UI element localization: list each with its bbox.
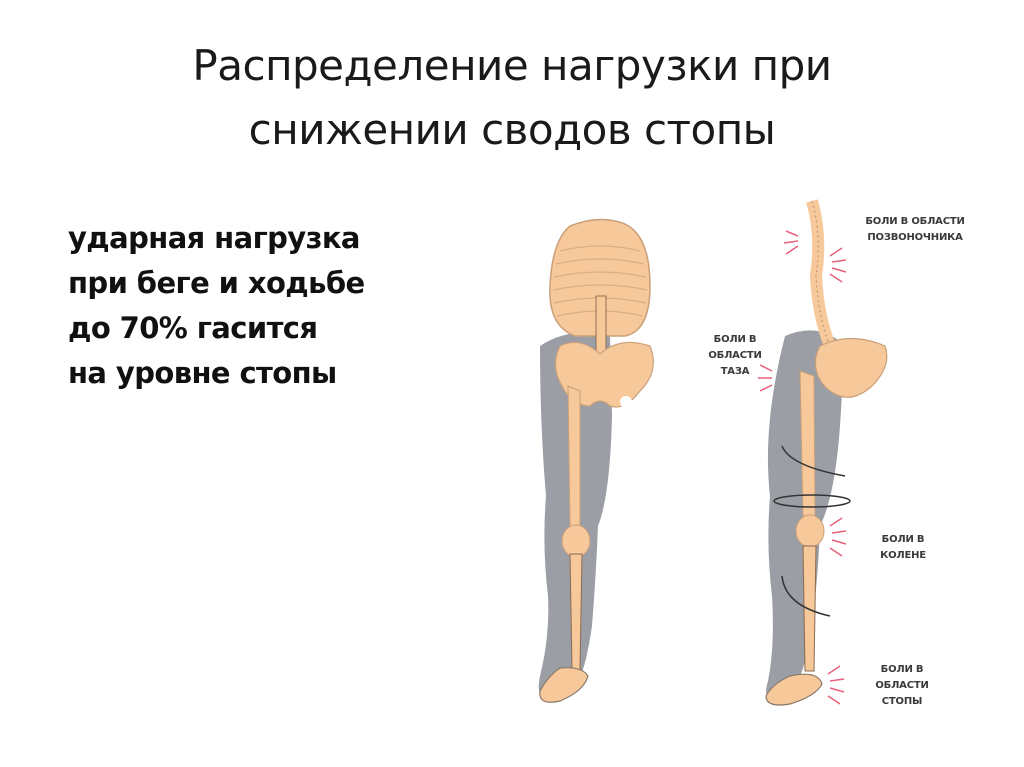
body-line-1: ударная нагрузка xyxy=(68,221,361,255)
flat-foot-skeleton-figure xyxy=(758,199,888,706)
title-line-1: Распределение нагрузки при xyxy=(192,41,832,90)
label-foot-pain: БОЛИ В ОБЛАСТИ СТОПЫ xyxy=(875,664,929,707)
skeleton-illustration: БОЛИ В ОБЛАСТИ ПОЗВОНОЧНИКА БОЛИ В ОБЛАС… xyxy=(500,196,1020,756)
body-line-3: до 70% гасится xyxy=(68,311,318,345)
label-knee-pain: БОЛИ В КОЛЕНЕ xyxy=(880,534,926,561)
body-line-4: на уровне стопы xyxy=(68,356,337,390)
label-spine-pain: БОЛИ В ОБЛАСТИ ПОЗВОНОЧНИКА xyxy=(865,216,965,243)
slide-title: Распределение нагрузки при снижении свод… xyxy=(60,34,964,162)
pain-marks xyxy=(758,230,847,705)
body-line-2: при беге и ходьбе xyxy=(68,266,365,300)
normal-skeleton-figure xyxy=(538,218,654,703)
title-line-2: снижении сводов стопы xyxy=(248,105,776,154)
skeleton-figure-svg xyxy=(538,199,888,706)
label-pelvis-pain: БОЛИ В ОБЛАСТИ ТАЗА xyxy=(708,334,762,377)
body-text: ударная нагрузка при беге и ходьбе до 70… xyxy=(68,216,448,396)
